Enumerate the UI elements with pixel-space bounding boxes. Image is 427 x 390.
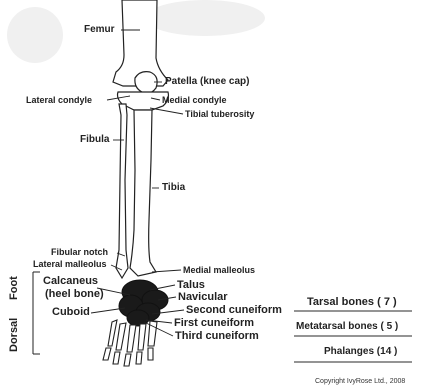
- label-lateral-malleolus: Lateral malleolus: [33, 260, 107, 269]
- label-medial-condyle: Medial condyle: [162, 96, 227, 105]
- label-tibia: Tibia: [162, 183, 185, 193]
- label-patella: Patella (knee cap): [165, 77, 249, 87]
- patella-bone: [135, 72, 157, 94]
- label-talus: Talus: [177, 280, 205, 291]
- label-calcaneus: Calcaneus: [43, 276, 98, 287]
- label-cuboid: Cuboid: [52, 307, 90, 318]
- label-foot: Foot: [8, 276, 20, 300]
- label-fibula: Fibula: [80, 135, 109, 145]
- label-femur: Femur: [84, 25, 115, 35]
- label-navicular: Navicular: [178, 292, 228, 303]
- label-dorsal: Dorsal: [8, 318, 20, 352]
- metatarsals-phalanges: [103, 320, 157, 366]
- label-fibular-notch: Fibular notch: [51, 248, 108, 257]
- fibula-bone: [116, 104, 128, 278]
- label-lateral-condyle: Lateral condyle: [26, 96, 92, 105]
- dorsal-foot-bracket: [33, 272, 40, 354]
- legend-phalanges: Phalanges (14 ): [324, 346, 397, 357]
- label-second-cuneiform: Second cuneiform: [186, 305, 282, 316]
- label-heel-bone: (heel bone): [45, 289, 104, 300]
- copyright-text: Copyright IvyRose Ltd., 2008: [315, 378, 405, 385]
- legend-metatarsal: Metatarsal bones ( 5 ): [296, 321, 398, 332]
- label-third-cuneiform: Third cuneiform: [175, 331, 259, 342]
- tibia-bone: [130, 110, 156, 276]
- label-first-cuneiform: First cuneiform: [174, 318, 254, 329]
- label-medial-malleolus: Medial malleolus: [183, 266, 255, 275]
- legend-tarsal: Tarsal bones ( 7 ): [307, 296, 397, 308]
- label-tibial-tuberosity: Tibial tuberosity: [185, 110, 254, 119]
- tarsal-cluster: [119, 280, 168, 326]
